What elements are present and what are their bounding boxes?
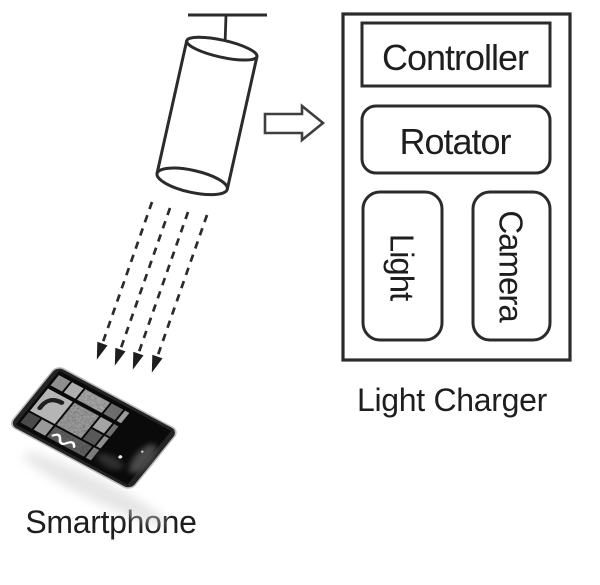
cylinder-top bbox=[185, 35, 259, 62]
light-ray-arrow bbox=[90, 198, 159, 363]
light-box bbox=[361, 190, 444, 342]
light-charger-outline bbox=[341, 12, 572, 362]
tile-squiggle-icon bbox=[51, 433, 76, 448]
rotator-box bbox=[360, 104, 552, 175]
camera-label: Camera bbox=[493, 210, 530, 323]
phone-tile bbox=[33, 419, 54, 436]
screen-reflection bbox=[129, 444, 157, 474]
rotator-label: Rotator bbox=[399, 121, 511, 162]
phone-tile bbox=[85, 447, 100, 461]
light-label: Light bbox=[384, 234, 421, 301]
controller-label: Controller bbox=[382, 37, 529, 78]
phone-camera-dot bbox=[118, 455, 123, 459]
phone-tile bbox=[116, 410, 130, 424]
phone-tile-texture bbox=[77, 389, 111, 413]
light-charger-caption: Light Charger bbox=[357, 382, 548, 418]
phone-tile bbox=[82, 428, 103, 446]
camera-box bbox=[471, 190, 552, 342]
phone-tile bbox=[92, 416, 113, 434]
light-cylinder bbox=[155, 35, 259, 197]
phone-tile bbox=[96, 435, 109, 449]
phone-highlight-dot bbox=[140, 450, 144, 453]
light-charger-box bbox=[341, 12, 572, 362]
block-arrow-right-icon bbox=[263, 103, 326, 143]
phone-tile bbox=[105, 424, 119, 437]
phone-tile bbox=[20, 412, 41, 429]
smartphone-caption: Smartphone bbox=[25, 504, 196, 540]
handset-icon bbox=[37, 398, 65, 411]
phone-tile-texture bbox=[56, 402, 100, 439]
phone-tile-call bbox=[30, 388, 73, 424]
cylinder-bottom bbox=[155, 166, 229, 197]
controller-box bbox=[360, 21, 552, 88]
phone-tile bbox=[63, 382, 84, 399]
phone-tile bbox=[103, 403, 124, 420]
phone-shadow bbox=[22, 452, 168, 526]
screen-reflection bbox=[97, 453, 124, 470]
phone-tiles bbox=[20, 375, 130, 461]
cylinder-sides bbox=[155, 40, 259, 190]
phone-tile bbox=[50, 375, 71, 392]
smartphone-image bbox=[10, 367, 177, 489]
light-ray-arrow bbox=[145, 211, 214, 376]
